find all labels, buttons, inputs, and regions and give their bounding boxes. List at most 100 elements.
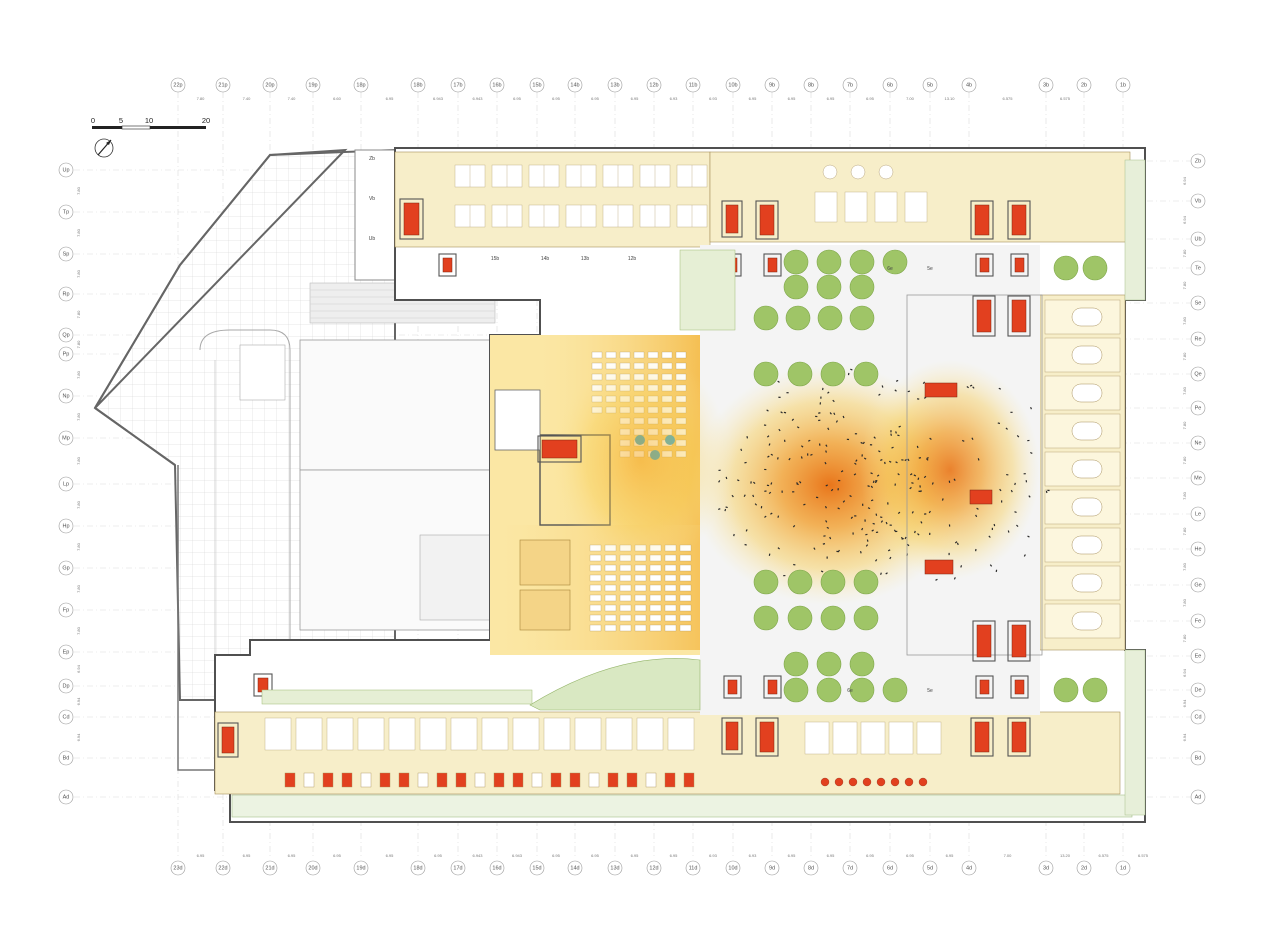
cafe-table [322, 772, 334, 788]
person-mark [826, 556, 828, 559]
person-mark [824, 461, 827, 465]
dimension-top: 13.10 [944, 96, 955, 101]
grid-bubble [58, 644, 74, 660]
interior-row-label: Ub [369, 236, 376, 242]
dining-table [649, 624, 662, 632]
desk-cluster [667, 717, 695, 751]
core-wall [763, 253, 782, 277]
person-mark [966, 385, 969, 389]
person-mark [852, 532, 854, 535]
grid-label-right: De [1194, 687, 1201, 693]
cafe-table [626, 772, 638, 788]
person-mark [764, 468, 767, 471]
person-mark [869, 444, 873, 446]
grid-bubble [58, 286, 74, 302]
dimension-right: 7.80 [1182, 352, 1187, 361]
person-mark [808, 439, 811, 442]
person-mark [825, 444, 828, 447]
person-mark [911, 511, 914, 514]
dimension-bottom: 6.95 [866, 853, 875, 858]
grid-label-bottom: 23d [173, 865, 182, 871]
core-wall [975, 253, 994, 277]
desk-cluster [832, 721, 858, 755]
dimension-bottom: 6.95 [827, 853, 836, 858]
grid-bubble [262, 860, 278, 876]
person-mark [800, 456, 803, 459]
dimension-top: 6.943 [472, 96, 483, 101]
dimension-top: 6.95 [788, 96, 797, 101]
person-mark [862, 503, 864, 506]
person-mark [819, 402, 822, 405]
person-mark [777, 515, 780, 518]
person-mark [767, 455, 770, 458]
person-mark [752, 494, 755, 498]
cafe-table [379, 772, 391, 788]
dimension-left: 7.80 [76, 626, 81, 635]
grid-bubble [567, 860, 583, 876]
dimension-left: 7.80 [76, 370, 81, 379]
person-mark [924, 513, 927, 515]
grid-label-bottom: 6d [887, 865, 893, 871]
dimension-left: 7.80 [76, 542, 81, 551]
grid-bubble [58, 709, 74, 725]
person-mark [1010, 489, 1013, 493]
person-mark [783, 439, 786, 443]
round-table [822, 164, 838, 180]
cafe-table [417, 772, 429, 788]
stair-core [974, 204, 990, 236]
person-mark [820, 396, 822, 399]
person-mark [975, 514, 978, 518]
person-mark [783, 574, 786, 577]
person-mark [854, 462, 857, 465]
conference-table [1071, 573, 1103, 593]
person-mark [904, 536, 907, 540]
person-mark [901, 459, 904, 461]
person-mark [895, 379, 899, 382]
grid-bubble [922, 77, 938, 93]
person-mark [991, 527, 993, 531]
person-mark [835, 420, 838, 423]
grid-bubble [215, 77, 231, 93]
person-mark [875, 531, 879, 534]
core-wall [972, 620, 996, 662]
person-mark [998, 387, 1002, 390]
interior-labels: Zb Vb Ub 15b 14b 13b 12b 6e 5e 6e 5e [369, 156, 933, 694]
person-mark [836, 550, 839, 553]
stair-core [221, 726, 235, 754]
round-table [850, 164, 866, 180]
person-mark [768, 443, 771, 446]
person-mark [854, 433, 858, 435]
conference-table [1071, 611, 1103, 631]
stair-core [759, 204, 775, 236]
person-mark [953, 577, 956, 580]
south-office-wing [214, 711, 1133, 818]
grid-label-bottom: 9d [769, 865, 775, 871]
tree-canopy [753, 569, 779, 595]
dimension-left: 7.80 [76, 456, 81, 465]
dimension-bottom: 6.95 [333, 853, 342, 858]
person-mark [887, 549, 891, 552]
person-mark [880, 520, 884, 523]
person-mark [880, 516, 883, 519]
grid-label-right: Cd [1194, 714, 1201, 720]
person-mark [890, 430, 892, 433]
person-mark [919, 490, 922, 492]
dimension-right: 7.80 [1182, 386, 1187, 395]
person-mark [718, 469, 721, 472]
person-mark [838, 479, 841, 482]
grid-label-top: 13b [610, 82, 619, 88]
grid-label-left: Rp [62, 291, 69, 297]
person-mark [997, 422, 1001, 425]
grid-label-bottom: 8d [808, 865, 814, 871]
dimension-right: 7.80 [1182, 562, 1187, 571]
dimension-bottom: 6.95 [591, 853, 600, 858]
desk-cluster [574, 717, 602, 751]
grid-bubble [489, 77, 505, 93]
dimension-left: 7.80 [76, 500, 81, 509]
person-mark [871, 529, 874, 532]
grid-bubble [1115, 860, 1131, 876]
grid-label-top: 3b [1043, 82, 1049, 88]
dimension-top: 6.95 [866, 96, 875, 101]
dining-table [664, 574, 677, 582]
person-mark [803, 503, 806, 506]
